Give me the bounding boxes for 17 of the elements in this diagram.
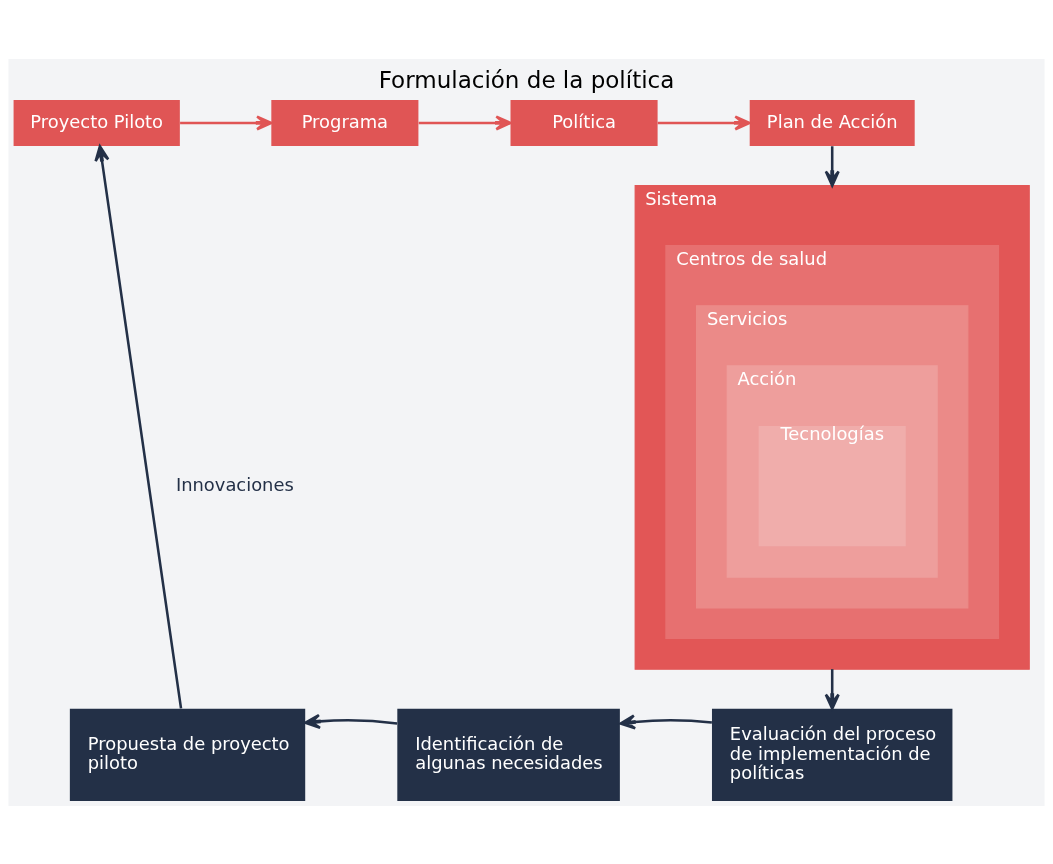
arrow [180,114,273,131]
node-box: Plan de Acción [749,99,915,146]
arrow [418,114,512,131]
arrow [94,144,183,709]
node-box: Identificación de algunas necesidades [397,708,620,801]
node-box: Política [510,99,658,146]
edge-label: Innovaciones [175,473,294,495]
diagram-title: Formulación de la política [378,66,675,93]
node-box: Propuesta de proyecto piloto [69,708,306,801]
arrow [619,713,712,730]
arrow [657,114,751,131]
arrow [824,668,840,710]
arrow [824,145,840,187]
node-box: Proyecto Piloto [13,99,180,146]
node-box: Evaluación del proceso de implementación de políticas [711,708,953,801]
arrow [304,713,398,729]
node-box: Programa [271,99,419,146]
